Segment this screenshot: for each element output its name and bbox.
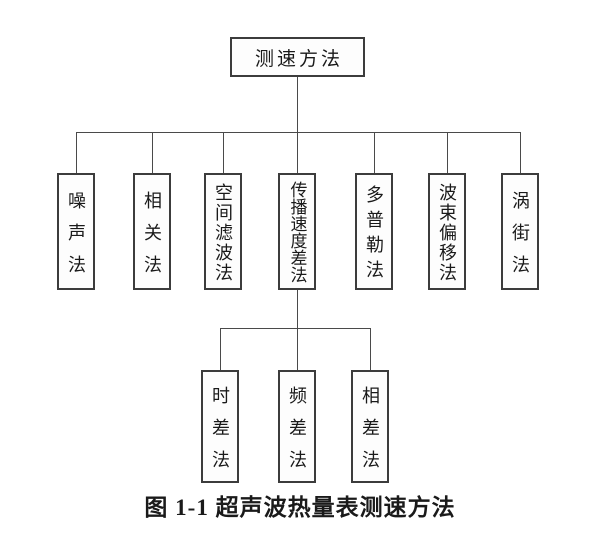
node-phase-difference-method: 相差法: [351, 370, 389, 483]
figure-caption: 图 1-1 超声波热量表测速方法: [144, 495, 456, 520]
node-correlation-method-label: 相关法: [142, 190, 162, 287]
node-noise-method-label: 噪声法: [66, 190, 86, 287]
connector-drop-doppler: [374, 132, 375, 173]
node-frequency-difference-method: 频差法: [278, 370, 316, 483]
connector-drop-vortex: [520, 132, 521, 173]
node-root-speed-measurement-methods: 测速方法: [230, 37, 365, 77]
node-spatial-filtering-method: 空间滤波法: [204, 173, 242, 290]
connector-drop-noise: [76, 132, 77, 173]
node-root-label: 测速方法: [254, 48, 343, 70]
node-phase-difference-method-label: 相差法: [360, 385, 380, 482]
node-frequency-difference-method-label: 频差法: [287, 385, 307, 482]
connector-drop-time-difference: [220, 328, 221, 370]
node-beam-drift-method-label: 波束偏移法: [437, 182, 457, 283]
node-time-difference-method: 时差法: [201, 370, 239, 483]
connector-drop-spatial-filtering: [223, 132, 224, 173]
node-vortex-street-method-label: 涡街法: [510, 190, 530, 287]
connector-drop-correlation: [152, 132, 153, 173]
connector-branch-rail: [76, 132, 520, 133]
node-doppler-method: 多普勒法: [355, 173, 393, 290]
connector-sub-stem: [297, 290, 298, 328]
node-correlation-method: 相关法: [133, 173, 171, 290]
connector-drop-beam-drift: [447, 132, 448, 173]
node-beam-drift-method: 波束偏移法: [428, 173, 466, 290]
node-vortex-street-method: 涡街法: [501, 173, 539, 290]
connector-root-stem: [297, 77, 298, 173]
connector-sub-rail: [220, 328, 370, 329]
node-spatial-filtering-method-label: 空间滤波法: [213, 182, 233, 283]
node-propagation-velocity-difference-method-label: 传播速度差法: [287, 180, 307, 283]
node-propagation-velocity-difference-method: 传播速度差法: [278, 173, 316, 290]
connector-drop-phase-difference: [370, 328, 371, 370]
node-noise-method: 噪声法: [57, 173, 95, 290]
node-doppler-method-label: 多普勒法: [364, 185, 384, 285]
node-time-difference-method-label: 时差法: [210, 385, 230, 482]
connector-drop-frequency-difference: [297, 328, 298, 370]
